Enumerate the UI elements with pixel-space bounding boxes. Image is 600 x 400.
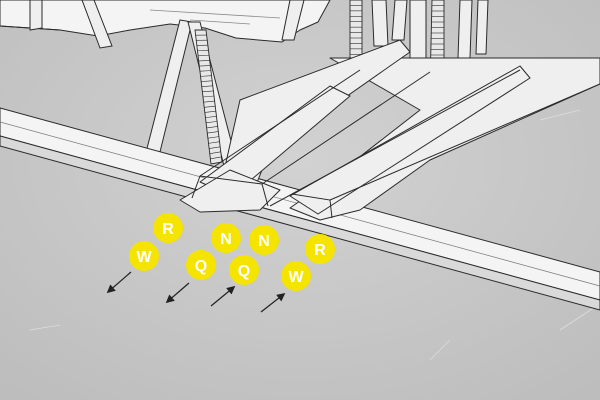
badge-r1: R <box>153 213 183 243</box>
badge-circle <box>211 223 241 253</box>
badge-circle <box>281 261 311 291</box>
badge-r2: R <box>305 234 335 264</box>
badge-q1: Q <box>186 250 216 280</box>
badge-label: N <box>258 233 270 250</box>
badge-label: R <box>314 242 326 259</box>
badge-w2: W <box>281 261 311 291</box>
badge-circle <box>153 213 183 243</box>
badge-label: R <box>162 221 174 238</box>
arrow-down-left <box>106 271 132 294</box>
badge-circle <box>186 250 216 280</box>
badge-q2: Q <box>229 255 259 285</box>
arrow-up-right <box>260 292 286 313</box>
badge-w1: W <box>129 241 159 271</box>
platform-edges <box>191 69 600 219</box>
badge-circle <box>305 234 335 264</box>
arrow-down-left <box>165 282 190 304</box>
badge-circle <box>129 241 159 271</box>
badge-label: Q <box>238 263 250 280</box>
badge-label: Q <box>195 258 207 275</box>
badge-n2: N <box>249 225 279 255</box>
right-columns <box>371 0 489 61</box>
diagonal-platforms <box>179 39 600 221</box>
badge-label: W <box>288 269 304 286</box>
badge-circle <box>229 255 259 285</box>
badge-n1: N <box>211 223 241 253</box>
badge-label: W <box>136 249 152 266</box>
badge-label: N <box>220 231 232 248</box>
badge-circle <box>249 225 279 255</box>
arrows-layer <box>106 271 286 313</box>
stair-treads <box>195 5 444 160</box>
arrow-up-right <box>210 285 236 307</box>
